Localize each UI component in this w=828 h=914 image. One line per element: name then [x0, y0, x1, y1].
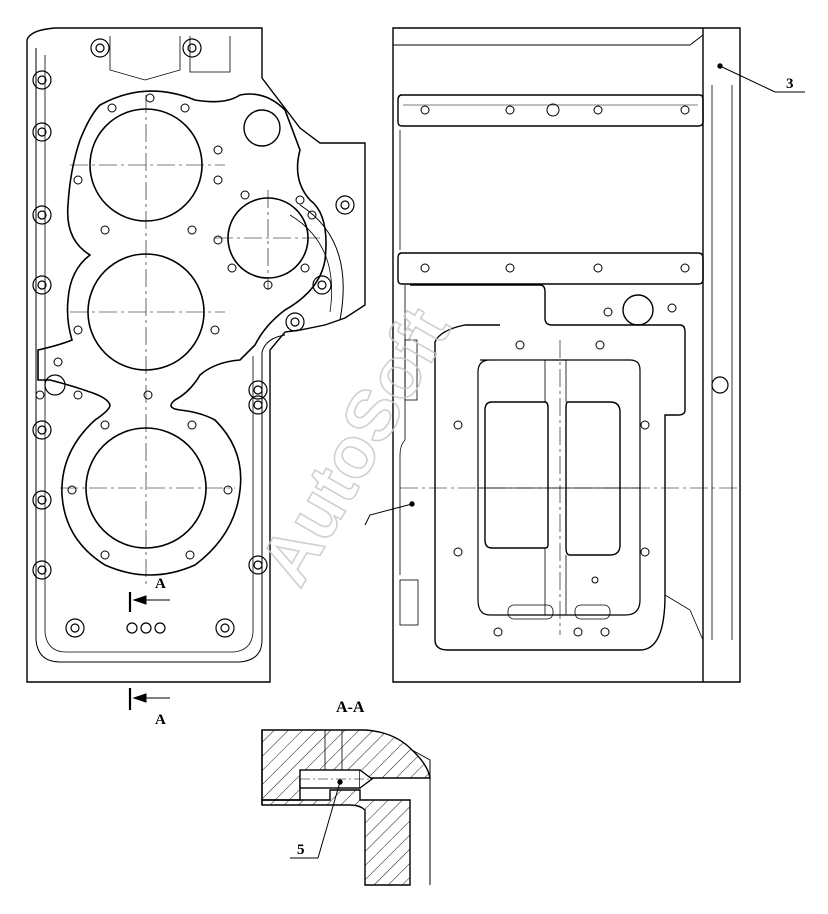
callout-3: 3 — [786, 76, 794, 92]
section-a-a — [261, 729, 431, 886]
callout-3-leader — [717, 63, 805, 93]
centre-lines-right — [400, 340, 740, 635]
centre-lines-left — [60, 95, 320, 585]
section-mark-top: A — [155, 576, 166, 592]
crankcase-bolt-holes — [420, 103, 690, 637]
callout-5-leader — [290, 779, 343, 859]
callout-5: 5 — [297, 842, 305, 858]
section-mark-bottom: A — [155, 712, 166, 728]
section-cut-marker — [128, 592, 170, 710]
datum-leader — [364, 501, 415, 526]
section-title: A-A — [336, 699, 365, 716]
housing-bolts — [32, 38, 355, 638]
